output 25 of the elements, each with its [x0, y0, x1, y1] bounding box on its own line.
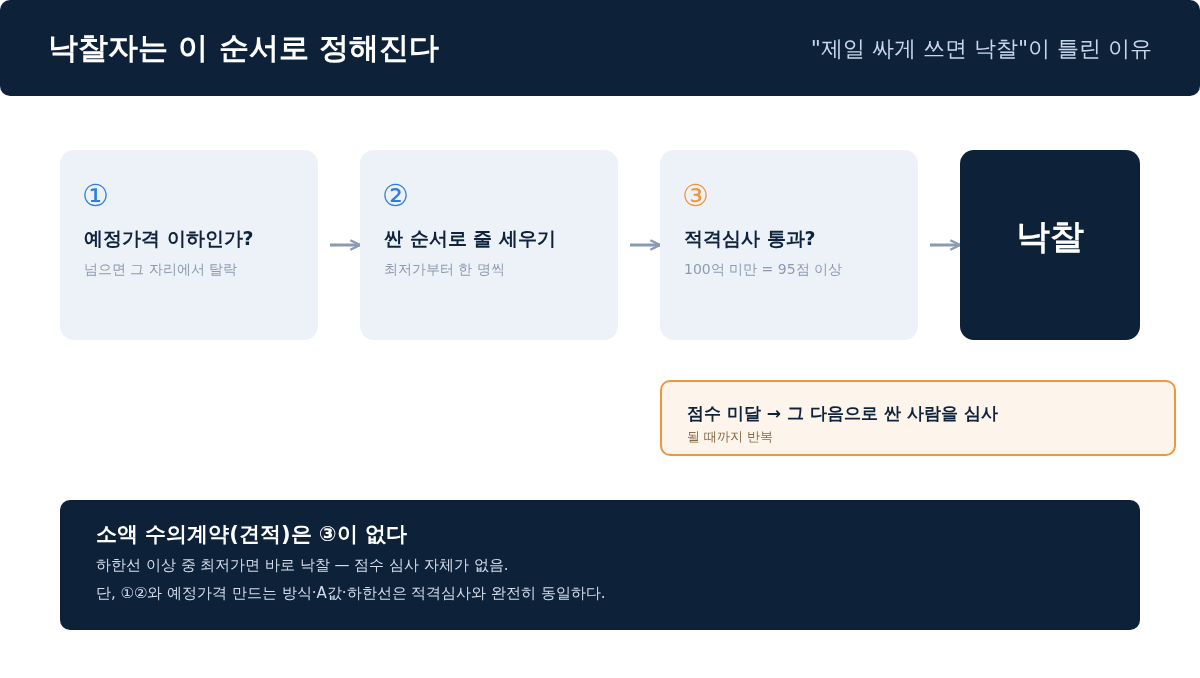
step-title: 싼 순서로 줄 세우기 — [384, 226, 556, 251]
info-panel — [60, 500, 1140, 630]
note-description: 될 때까지 반복 — [687, 428, 774, 446]
step-number: ③ — [682, 178, 709, 214]
step-description: 최저가부터 한 명씩 — [384, 261, 505, 279]
subtitle: "제일 싸게 쓰면 낙찰"이 틀린 이유 — [810, 35, 1152, 63]
panel-text: 하한선 이상 중 최저가면 바로 낙찰 — 점수 심사 자체가 없음. — [96, 556, 509, 575]
note-box — [660, 380, 1176, 456]
step-number: ① — [82, 178, 109, 214]
result-card — [960, 150, 1140, 340]
step-number: ② — [382, 178, 409, 214]
step-card — [360, 150, 618, 340]
arrow — [930, 239, 962, 251]
step-card — [660, 150, 918, 340]
arrow — [630, 239, 662, 251]
step-description: 넘으면 그 자리에서 탈락 — [84, 261, 238, 279]
panel-title: 소액 수의계약(견적)은 ③이 없다 — [96, 521, 407, 548]
note-title: 점수 미달 → 그 다음으로 싼 사람을 심사 — [687, 402, 998, 425]
step-title: 적격심사 통과? — [684, 226, 816, 251]
title: 낙찰자는 이 순서로 정해진다 — [48, 29, 440, 67]
result-label: 낙찰 — [1015, 215, 1085, 258]
step-title: 예정가격 이하인가? — [84, 226, 254, 251]
panel-text: 단, ①②와 예정가격 만드는 방식·A값·하한선은 적격심사와 완전히 동일하다. — [96, 584, 606, 603]
arrow — [330, 239, 362, 251]
step-description: 100억 미만 = 95점 이상 — [684, 261, 843, 279]
